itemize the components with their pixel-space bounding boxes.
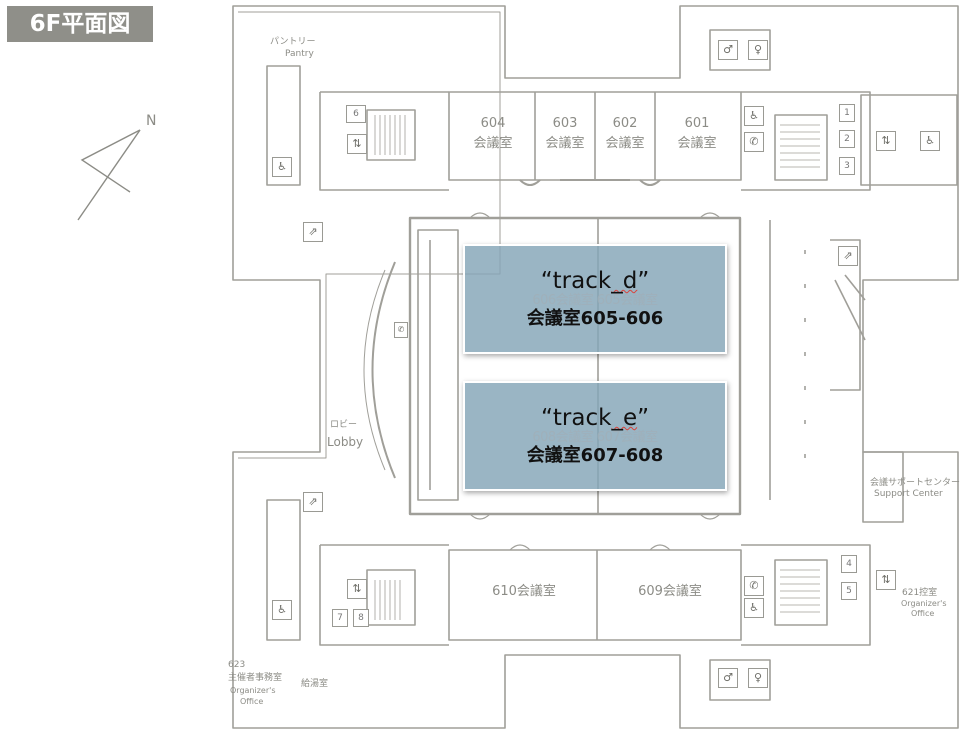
elevator-1: 1 [839,104,855,122]
lobby-label-ja: ロビー [330,420,358,430]
elevator-4: 4 [841,555,857,573]
room-610: 610会議室 [492,584,556,599]
restroom-icon: ♂ [718,40,738,60]
track-d-overlay[interactable]: 606会議室 605会議室 “track_d” 会議室605-606 [463,244,727,354]
compass-north-label: N [146,113,157,129]
escalator-icon: ⇗ [838,246,858,266]
support-center-label-en: Support Center [874,489,943,499]
elevator-icon: ⇅ [876,570,896,590]
pantry-label-ja: パントリー [270,37,316,47]
floor-title: 6F平面図 [7,6,153,42]
track-e-name: “track_e” [540,405,650,431]
lobby-label-en: Lobby [327,435,364,449]
phone-icon: ✆ [744,576,764,596]
track-d-name: “track_d” [540,268,650,294]
track-e-overlay[interactable]: 608会議室 607会議室 “track_e” 会議室607-608 [463,381,727,491]
track-d-room: 会議室605-606 [526,308,664,329]
restroom-icon: ♿ [272,157,292,177]
restroom-icon: ♿ [744,598,764,618]
kyuto-room-label: 給湯室 [301,679,329,689]
room-number: 603 [552,116,578,131]
elevator-7: 7 [332,609,348,627]
room-label: 会議室 [473,136,513,151]
elevator-icon: ⇅ [347,579,367,599]
elevator-5: 5 [841,582,857,600]
room-603: 603 会議室 [535,114,595,154]
office-621-en2: Office [911,609,935,618]
track-d-underlying-rooms: 606会議室 605会議室 [532,293,658,308]
room-602: 602 会議室 [595,114,655,154]
escalator-icon: ⇗ [303,222,323,242]
room-number: 602 [612,116,638,131]
phone-icon: ✆ [394,322,408,338]
track-e-room: 会議室607-608 [526,445,664,466]
office-623-label: 主催者事務室 [228,673,283,683]
room-label: 会議室 [677,136,717,151]
room-label: 会議室 [545,136,585,151]
office-621-label: 621控室 [902,588,938,598]
restroom-icon: ♂ [718,668,738,688]
elevator-icon: ⇅ [347,134,367,154]
compass-icon [77,129,141,221]
room-number: 601 [684,116,710,131]
elevator-2: 2 [839,130,855,148]
room-604: 604 会議室 [455,114,531,154]
office-623-number: 623 [228,660,246,670]
office-623-en2: Office [240,697,264,706]
restroom-icon: ♿ [272,600,292,620]
pantry-label-en: Pantry [285,49,314,59]
elevator-icon: ⇅ [876,131,896,151]
escalator-icon: ⇗ [303,492,323,512]
restroom-icon: ♀ [748,668,768,688]
room-601: 601 会議室 [659,114,735,154]
elevator-3: 3 [839,157,855,175]
restroom-icon: ♀ [748,40,768,60]
restroom-icon: ♿ [744,106,764,126]
elevator-6: 6 [346,105,366,123]
phone-icon: ✆ [744,132,764,152]
support-center-label-ja: 会議サポートセンター [870,478,961,488]
office-621-en1: Organizer's [901,599,947,608]
elevator-8: 8 [353,609,369,627]
room-label: 会議室 [605,136,645,151]
track-e-underlying-rooms: 608会議室 607会議室 [532,430,658,445]
room-609: 609会議室 [638,584,702,599]
room-number: 604 [480,116,506,131]
accessible-icon: ♿ [920,131,940,151]
office-623-en1: Organizer's [230,686,276,695]
